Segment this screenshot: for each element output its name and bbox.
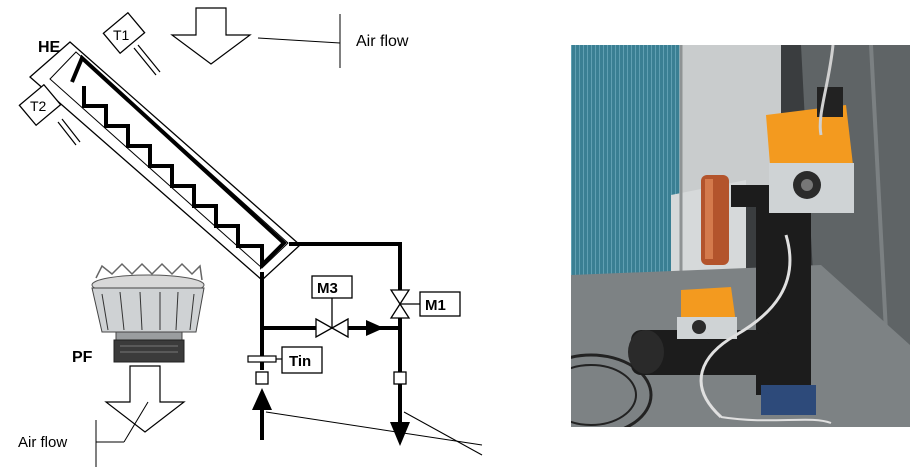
actuator-lower: [677, 287, 737, 339]
insulated-pipe-horizontal: [631, 330, 771, 375]
valve-m3: M3: [311, 275, 353, 339]
sensor-t2-label: T2: [30, 98, 47, 114]
sensor-t1: T1: [102, 11, 161, 76]
plug-fan: [91, 262, 205, 363]
blue-fitting: [761, 385, 816, 415]
outlet-flow-arrow: [390, 422, 410, 446]
pipe-leader-right: [403, 411, 483, 456]
pipe-leader-left: [265, 411, 483, 446]
fan-guard: [571, 353, 653, 427]
air-flow-top-label: Air flow: [356, 33, 409, 50]
sensor-tin-label: Tin: [289, 353, 311, 370]
air-flow-top-leader: [257, 37, 341, 44]
bypass-flow-arrow: [366, 320, 384, 336]
valve-m1: M1: [389, 289, 461, 319]
coil-frame: [681, 45, 781, 205]
heat-exchanger-label: HE: [38, 39, 61, 56]
pipe-fitting-right: [393, 371, 407, 385]
pipe-fitting-left: [255, 371, 269, 385]
heat-exchanger-coil-photo: [571, 45, 681, 275]
valve-m1-label: M1: [425, 297, 446, 314]
installation-photo: [571, 45, 910, 427]
air-flow-bottom-leader: [123, 401, 149, 443]
heat-exchanger-inner: [49, 51, 289, 269]
cable-white: [699, 234, 792, 419]
cable-grey: [818, 45, 835, 136]
pipe-he-to-m1: [289, 242, 402, 290]
air-flow-bottom-label: Air flow: [18, 434, 67, 451]
sensor-t1-label: T1: [113, 27, 130, 43]
air-flow-arrow-top: [170, 7, 252, 65]
sensor-tin: Tin: [247, 346, 323, 374]
plug-fan-label: PF: [72, 349, 93, 366]
air-flow-arrow-bottom: [104, 365, 186, 433]
schematic-diagram: T1 T2 HE Air flow M3 M1: [18, 7, 483, 467]
actuator-upper: [766, 87, 854, 213]
inlet-flow-arrow: [252, 388, 272, 410]
valve-m3-label: M3: [317, 280, 338, 297]
heat-exchanger-coil: [70, 54, 287, 270]
sensor-t2: T2: [18, 83, 81, 146]
